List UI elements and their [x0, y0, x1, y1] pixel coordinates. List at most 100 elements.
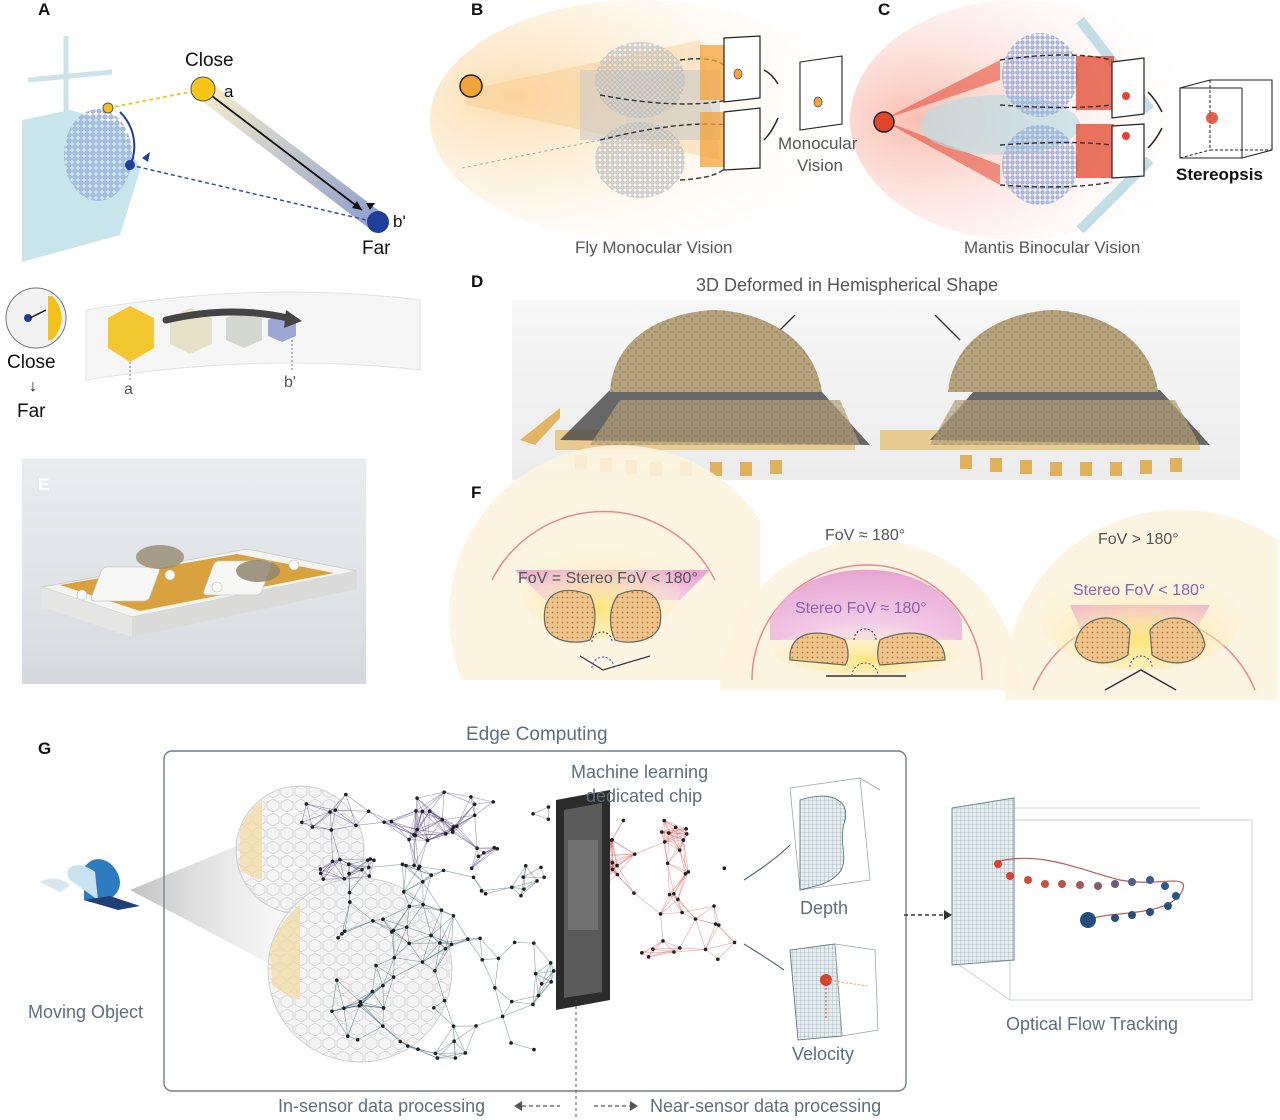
hemisphere-device-right [880, 310, 1210, 450]
network-node [615, 863, 619, 868]
network-edge [668, 832, 684, 841]
network-edge [329, 811, 332, 831]
network-edge [383, 821, 410, 840]
network-edge [331, 810, 336, 831]
network-node [347, 871, 351, 876]
network-edge [661, 820, 665, 833]
network-node [359, 1002, 363, 1007]
network-edge [406, 906, 410, 928]
network-edge [471, 848, 498, 869]
network-node [686, 870, 691, 874]
network-node [370, 989, 375, 994]
network-node [491, 800, 495, 804]
network-node [463, 1051, 468, 1055]
network-edge [514, 942, 534, 944]
network-edge [301, 822, 313, 828]
network-node [425, 838, 430, 843]
network-edge [331, 829, 333, 862]
network-edge [408, 811, 423, 840]
fly-image-plane-bottom [723, 107, 761, 171]
network-edge [371, 965, 377, 992]
network-edge [652, 940, 664, 950]
network-edge [320, 861, 333, 870]
device-photo: E [22, 459, 366, 684]
network-edge [419, 866, 444, 871]
network-node [354, 823, 358, 828]
network-node [684, 832, 689, 836]
network-edge [391, 821, 418, 830]
network-node [659, 830, 664, 834]
network-edge [331, 829, 341, 860]
network-node [632, 852, 637, 856]
network-edge [483, 847, 495, 854]
network-edge [306, 803, 336, 811]
network-edge [339, 858, 371, 860]
network-edge [470, 796, 494, 803]
network-edge [664, 841, 668, 864]
network-edge [348, 859, 369, 874]
network-edge [413, 833, 446, 835]
label-close-lower: Close [7, 352, 56, 373]
network-edge [633, 892, 661, 915]
velocity-plot [789, 943, 879, 1041]
network-edge [683, 840, 686, 874]
network-edge [382, 985, 384, 1008]
network-edge [532, 981, 552, 1005]
network-node [347, 862, 351, 867]
network-edge [474, 801, 494, 816]
label-far-lower: Far [17, 401, 46, 422]
network-node [355, 1037, 360, 1042]
network-edge [335, 809, 357, 826]
network-edge [335, 809, 369, 812]
ml-chip-label-line1: Machine learning [571, 762, 709, 782]
network-edge [408, 810, 417, 840]
network-node [522, 887, 526, 891]
network-edge [520, 880, 538, 896]
network-edge [336, 980, 345, 1009]
network-edge [419, 866, 432, 876]
butterfly-icon [40, 859, 140, 910]
depth-plot [789, 777, 881, 891]
network-edge [312, 826, 332, 831]
close-point [190, 76, 216, 102]
network-edge [383, 976, 394, 1009]
network-edge [607, 853, 635, 857]
network-node [344, 792, 348, 797]
network-edge [429, 810, 453, 833]
network-edge [682, 905, 715, 913]
network-node [640, 951, 644, 955]
ml-chip-label-line2: dedicated chip [586, 786, 703, 806]
network-node [415, 827, 419, 832]
network-edge [667, 862, 689, 873]
network-edge [473, 877, 486, 894]
network-edge [416, 798, 423, 812]
network-edge [360, 1001, 384, 1009]
network-node [732, 940, 737, 945]
network-node [381, 1006, 386, 1010]
label-far: Far [362, 238, 391, 259]
network-node [338, 857, 342, 862]
label-a: a [224, 82, 234, 101]
ml-chip [556, 790, 610, 1010]
network-edge [679, 850, 686, 874]
network-edge [437, 1052, 466, 1059]
network-edge [345, 794, 369, 812]
network-node [450, 830, 455, 835]
network-node [658, 912, 663, 916]
network-node [546, 805, 551, 809]
panel-letter-a: A [38, 0, 51, 19]
network-edge [413, 819, 443, 835]
network-edge [394, 927, 408, 958]
network-edge [430, 935, 446, 950]
network-node [330, 859, 335, 864]
network-node [336, 935, 340, 940]
network-edge [485, 887, 512, 895]
network-node [500, 1014, 505, 1019]
trajectory-point [994, 860, 1002, 868]
network-edge [408, 839, 428, 841]
network-edge [409, 935, 432, 944]
network-node [533, 971, 538, 976]
network-edge [511, 995, 539, 1002]
panel-letter-f: F [471, 483, 482, 502]
network-edge [439, 915, 454, 944]
